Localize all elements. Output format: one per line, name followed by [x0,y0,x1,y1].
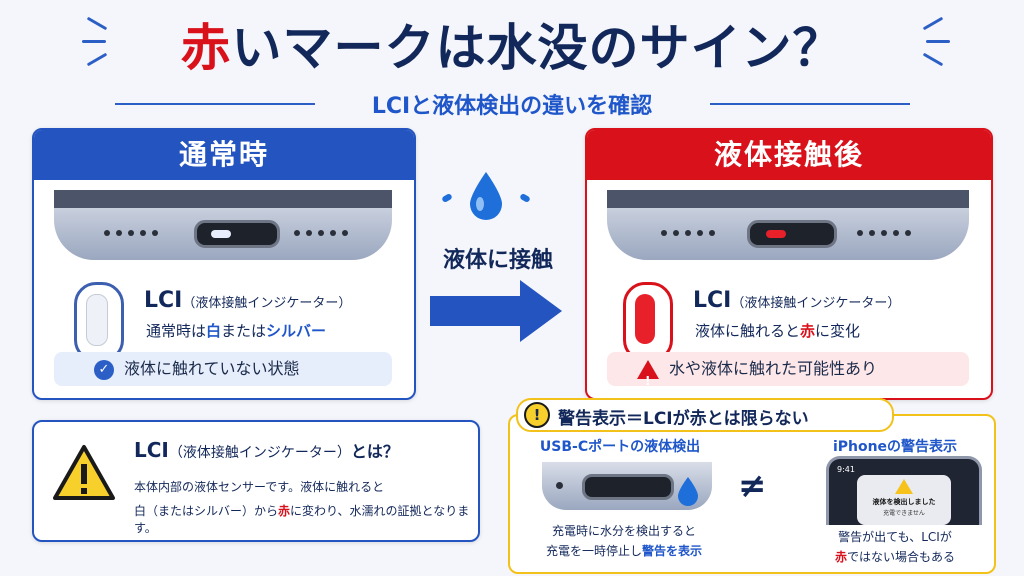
water-drop-icon [676,476,700,506]
lci-indicator-red [766,230,786,238]
warning-icon [52,444,116,504]
water-drop-icon [466,170,506,220]
usb-detection-line-1: 充電時に水分を検出すると [551,524,696,538]
phone-bottom-illustration [607,190,969,260]
iphone-alert-line-2: 赤ではない場合もある [834,550,956,564]
lci-heading: LCI（液体接触インジケーター） [144,288,352,313]
panel-title: 液体接触後 [587,130,991,180]
page-subtitle: LCIと液体検出の違いを確認 [371,94,653,119]
spark-decoration [82,40,106,43]
contact-label: 液体に接触 [442,248,553,273]
lci-closeup-red [623,282,673,362]
lci-indicator-white [211,230,231,238]
lci-description: 通常時は白またはシルバー [146,322,327,340]
iphone-screen-illustration: 9:41 液体を検出しました 充電できません [826,456,982,525]
status-note: !水や液体に触れた可能性あり [607,352,969,388]
lci-heading: LCI（液体接触インジケーター） [693,288,901,313]
after-contact-panel: 液体接触後 LCI（液体接触インジケーター） 液体に触れると赤に変化 !水や液体… [585,128,993,400]
status-note: ✓液体に触れていない状態 [54,352,392,386]
warning-icon [895,479,913,494]
info-line-1: 本体内部の液体センサーです。液体に触れると [134,480,385,494]
normal-state-panel: 通常時 LCI（液体接触インジケーター） 通常時は白またはシルバー ✓液体に触れ… [32,128,416,400]
usb-detection-line-2: 充電を一時停止し警告を表示 [545,544,703,558]
page-title: 赤いマークは水没のサイン？ [180,19,844,77]
lci-info-box: LCI（液体接触インジケーター）とは？ 本体内部の液体センサーです。液体に触れる… [32,420,480,542]
iphone-alert-line-1: 警告が出ても、LCIが [838,530,952,544]
alert-banner: ! 警告表示＝LCIが赤とは限らない [516,398,894,432]
panel-title: 通常時 [34,130,414,180]
not-equal-sign: ≠ [738,466,767,506]
info-title: LCI（液体接触インジケーター）とは？ [134,438,399,462]
iphone-alert-title: iPhoneの警告表示 [832,439,958,455]
splash-decoration [519,192,531,204]
lci-closeup-white [74,282,124,362]
splash-decoration [441,192,453,204]
subtitle-rule [115,103,315,105]
phone-bottom-illustration [54,190,392,260]
check-icon: ✓ [94,359,114,380]
spark-decoration [926,40,950,43]
warning-icon: ! [637,360,659,388]
info-line-2: 白（またはシルバー）から赤に変わり、水濡れの証拠となります。 [134,504,470,535]
usb-detection-title: USB-Cポートの液体検出 [539,439,701,455]
usb-c-port [747,220,837,248]
lci-description: 液体に触れると赤に変化 [695,322,861,340]
exclamation-icon: ! [524,402,550,428]
alert-dialog: 液体を検出しました 充電できません [857,475,951,525]
arrow-head [520,280,562,342]
arrow-right-icon [430,296,522,326]
subtitle-rule [710,103,910,105]
usb-c-port [194,220,280,248]
